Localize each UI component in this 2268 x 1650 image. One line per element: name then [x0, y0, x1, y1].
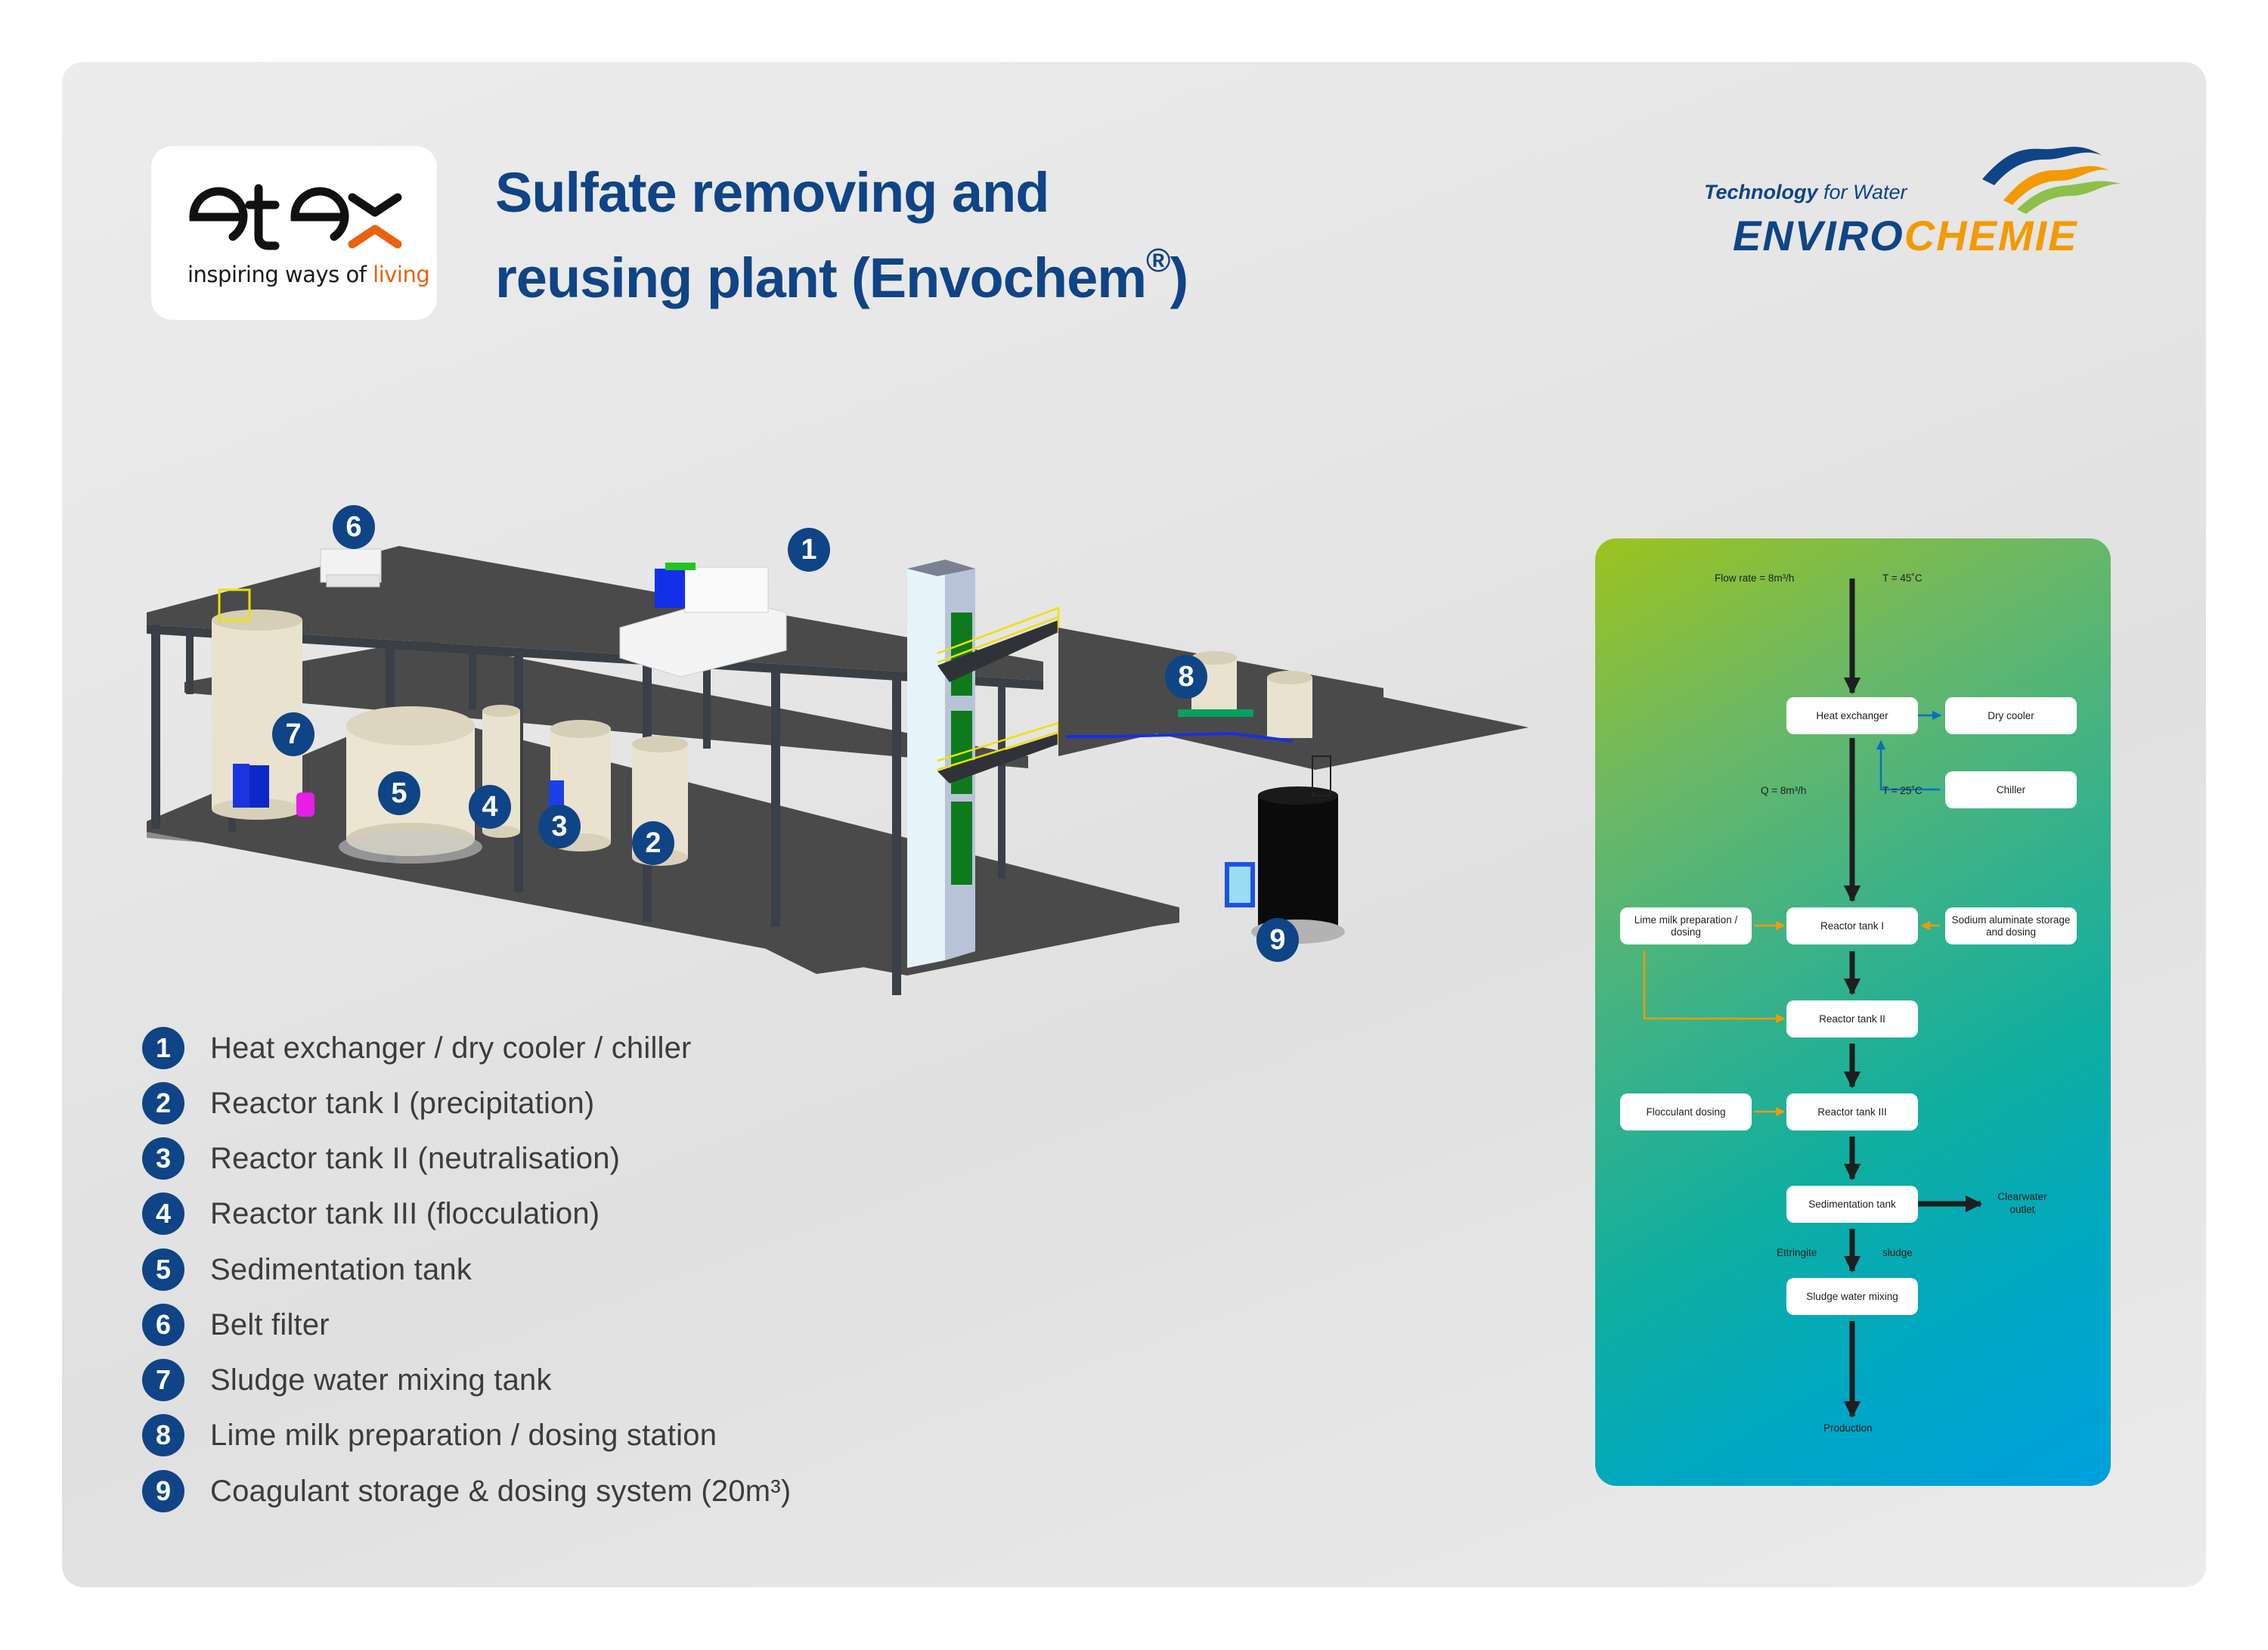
flow-box-heat-exchanger: Heat exchanger — [1786, 697, 1918, 734]
arrow-lime-to-reactor2 — [1643, 951, 1786, 1024]
plant-3d-render — [147, 546, 1529, 995]
legend-label: Coagulant storage & dosing system (20m³) — [210, 1475, 792, 1508]
etex-wordmark-icon — [189, 184, 402, 250]
title-line-1: Sulfate removing and — [495, 161, 1049, 224]
legend-number-badge: 4 — [142, 1193, 184, 1235]
inlet-flow-rate-label: Flow rate = 8m³/h — [1715, 572, 1795, 584]
legend-item: 3 Reactor tank II (neutralisation) — [142, 1137, 898, 1183]
plant-marker-6: 6 — [333, 505, 375, 549]
legend-label: Lime milk preparation / dosing station — [210, 1419, 717, 1452]
legend-item: 2 Reactor tank I (precipitation) — [142, 1082, 898, 1127]
coagulant-tank — [1225, 755, 1345, 944]
etex-logo-card: inspiring ways of living — [151, 146, 437, 320]
legend-label: Sludge water mixing tank — [210, 1363, 552, 1397]
brand-part-chemie: CHEMIE — [1904, 212, 2078, 259]
legend-item: 6 Belt filter — [142, 1304, 898, 1349]
plant-marker-1: 1 — [788, 528, 830, 572]
legend-number-badge: 5 — [142, 1248, 184, 1291]
legend-label: Belt filter — [210, 1308, 330, 1341]
legend-label: Sedimentation tank — [210, 1253, 472, 1286]
registered-mark: ® — [1146, 242, 1170, 279]
flow-box-reactor-1: Reactor tank I — [1786, 907, 1918, 944]
legend-item: 8 Lime milk preparation / dosing station — [142, 1414, 898, 1459]
legend-number-badge: 2 — [142, 1082, 184, 1124]
mid-deck — [184, 640, 1028, 768]
envirochemie-brand: ENVIROCHEMIE — [1733, 211, 2078, 260]
legend-item: 9 Coagulant storage & dosing system (20m… — [142, 1470, 898, 1515]
envirochemie-tagline-rest: for Water — [1817, 181, 1907, 203]
flow-box-reactor-2: Reactor tank II — [1786, 1000, 1918, 1037]
after-hx-flow-label: Q = 8m³/h — [1761, 785, 1807, 796]
dry-cooler — [619, 563, 787, 678]
envirochemie-waves-icon — [1982, 147, 2121, 214]
legend-label: Heat exchanger / dry cooler / chiller — [210, 1031, 692, 1065]
legend-number-badge: 1 — [142, 1027, 184, 1069]
envirochemie-tagline-bold: Technology — [1704, 181, 1818, 203]
production-label: Production — [1823, 1422, 1873, 1434]
envirochemie-tagline: Technology for Water — [1704, 181, 1907, 204]
process-flowchart: Flow rate = 8m³/h T = 45˚C Heat exchange… — [1595, 538, 2111, 1486]
etex-tagline-accent: living — [373, 262, 430, 287]
inlet-temperature-label: T = 45˚C — [1882, 572, 1923, 584]
flow-box-lime-milk: Lime milk preparation / dosing — [1620, 907, 1752, 944]
etex-tagline: inspiring ways of living — [187, 262, 430, 287]
legend-item: 1 Heat exchanger / dry cooler / chiller — [142, 1027, 898, 1072]
title-line-2: reusing plant (Envochem®) — [495, 227, 1188, 312]
flow-box-reactor-3: Reactor tank III — [1786, 1093, 1918, 1130]
clearwater-outlet-label: Clearwater outlet — [1997, 1191, 2047, 1215]
flow-box-dry-cooler: Dry cooler — [1945, 697, 2077, 734]
flow-box-sludge-mixing: Sludge water mixing — [1786, 1278, 1918, 1315]
plant-marker-2: 2 — [632, 821, 674, 865]
flowchart-arrows — [1643, 578, 1983, 1419]
legend-item: 4 Reactor tank III (flocculation) — [142, 1193, 898, 1238]
legend-label: Reactor tank I (precipitation) — [210, 1087, 595, 1120]
plant-marker-9: 9 — [1256, 918, 1299, 962]
plant-marker-7: 7 — [272, 712, 314, 756]
plant-marker-4: 4 — [469, 785, 511, 829]
legend-number-badge: 9 — [142, 1470, 184, 1512]
flow-box-sodium-aluminate: Sodium aluminate storage and dosing — [1945, 907, 2077, 944]
plant-marker-3: 3 — [538, 805, 581, 848]
legend-item: 5 Sedimentation tank — [142, 1248, 898, 1294]
after-hx-temperature-label: T = 25˚C — [1882, 785, 1923, 796]
plant-marker-5: 5 — [378, 771, 420, 815]
title-close-paren: ) — [1170, 247, 1188, 309]
brand-part-enviro: ENVIRO — [1733, 212, 1904, 259]
arrow-chiller-to-heat-exchanger — [1876, 740, 1940, 791]
flow-box-chiller: Chiller — [1945, 771, 2077, 808]
envirochemie-logo: Technology for Water ENVIROCHEMIE — [1701, 140, 2124, 261]
legend-number-badge: 6 — [142, 1304, 184, 1346]
legend-label: Reactor tank II (neutralisation) — [210, 1142, 621, 1175]
flow-box-flocculant: Flocculant dosing — [1620, 1093, 1752, 1130]
sludge-label: sludge — [1882, 1247, 1913, 1258]
ettringite-label: Ettringite — [1777, 1247, 1817, 1258]
belt-filter — [320, 548, 382, 588]
legend-number-badge: 8 — [142, 1414, 184, 1456]
title-line-2-text: reusing plant (Envochem — [495, 247, 1147, 309]
page-title: Sulfate removing and reusing plant (Envo… — [495, 159, 1188, 312]
flow-box-sedimentation: Sedimentation tank — [1786, 1186, 1918, 1223]
plant-marker-8: 8 — [1165, 655, 1207, 699]
etex-tagline-prefix: inspiring ways of — [187, 262, 373, 287]
legend-number-badge: 7 — [142, 1359, 184, 1401]
legend-number-badge: 3 — [142, 1137, 184, 1180]
plant-illustration: 1 2 3 4 5 6 7 8 9 — [136, 484, 1535, 1032]
legend-label: Reactor tank III (flocculation) — [210, 1197, 600, 1230]
legend-item: 7 Sludge water mixing tank — [142, 1359, 898, 1404]
